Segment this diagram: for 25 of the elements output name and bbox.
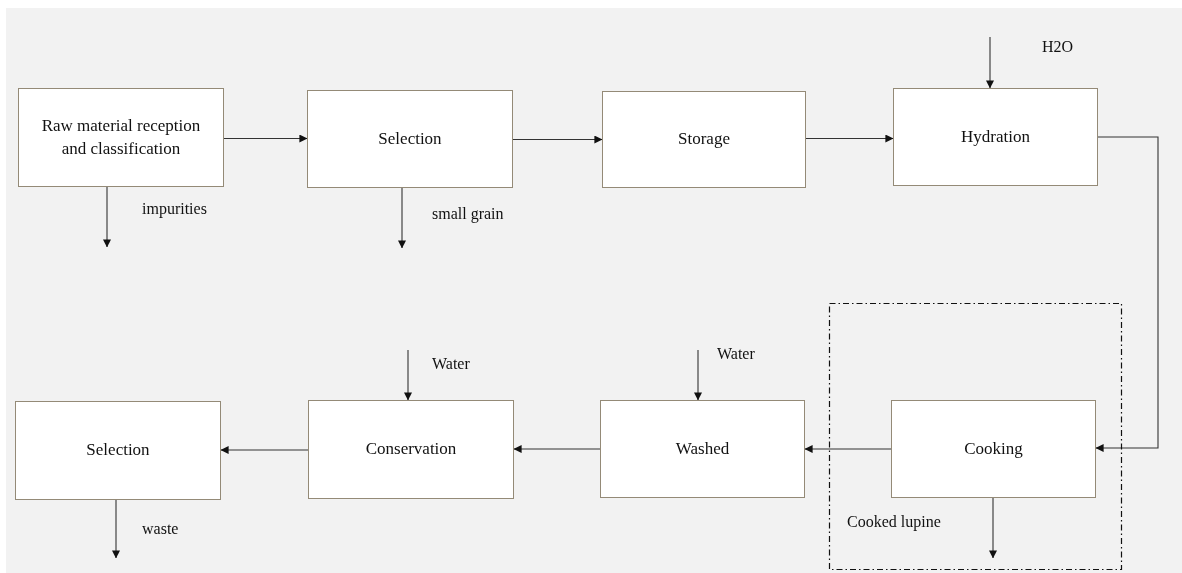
arrow — [694, 349, 702, 401]
process-box: Cooking — [891, 400, 1096, 498]
process-box: Selection — [307, 90, 513, 188]
edge-label: Cooked lupine — [845, 513, 943, 531]
arrow — [1095, 136, 1159, 452]
process-box: Raw material reception and classification — [18, 88, 224, 187]
process-box: Storage — [602, 91, 806, 188]
process-box: Washed — [600, 400, 805, 498]
arrow — [404, 349, 412, 401]
arrow — [513, 445, 601, 453]
edge-label: impurities — [140, 200, 209, 218]
arrow — [804, 445, 892, 453]
arrow — [223, 134, 308, 143]
arrow — [220, 446, 309, 454]
process-box: Conservation — [308, 400, 514, 499]
process-box: Selection — [15, 401, 221, 500]
arrow — [512, 135, 603, 144]
arrow — [989, 497, 997, 559]
edge-label: small grain — [430, 205, 506, 223]
arrow — [398, 187, 406, 249]
arrow — [986, 36, 994, 89]
process-box: Hydration — [893, 88, 1098, 186]
arrow — [805, 134, 894, 143]
arrow — [112, 499, 120, 559]
arrow — [103, 186, 111, 248]
